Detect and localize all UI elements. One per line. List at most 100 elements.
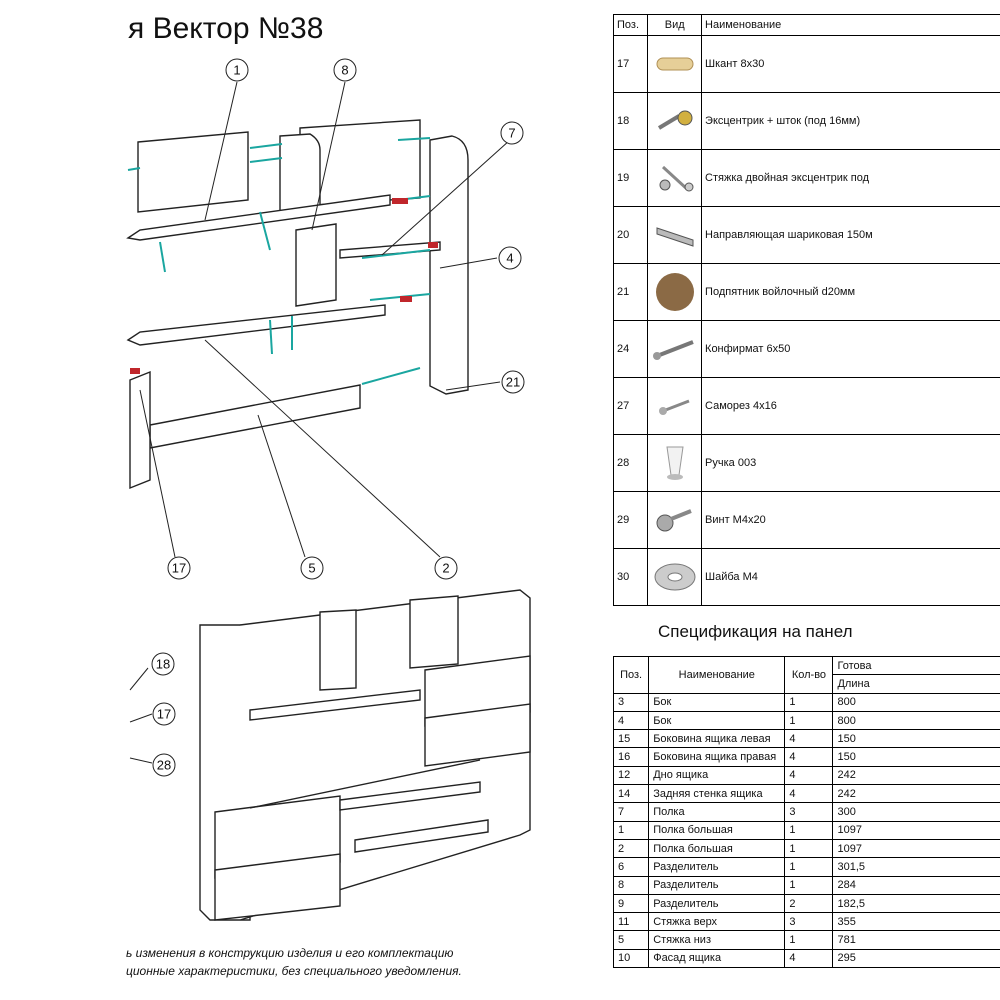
row-name: Стяжка верх [648,912,786,932]
header-name: Наименование [648,656,786,694]
row-name: Саморез 4х16 [701,377,1000,435]
row-qty: 4 [784,948,834,969]
row-pos: 21 [612,263,649,321]
header-qty: Кол-во [784,656,834,694]
row-qty: 4 [784,784,834,804]
callout-label: 17 [172,561,186,576]
row-pos: 8 [612,875,650,895]
row-name: Винт М4х20 [701,491,1000,549]
header-pos: Поз. [612,14,649,36]
table-header-row: Поз. Вид Наименование [612,14,1000,36]
callout-label: 5 [308,561,315,576]
row-name: Фасад ящика [648,948,786,969]
row-pos: 6 [612,857,650,877]
header-length: Длина [832,674,1000,694]
washer-icon [647,548,703,606]
hardware-table: Поз. Вид Наименование 17 Шкант 8х30 18 Э… [612,14,1000,606]
row-pos: 2 [612,838,650,859]
row-pos: 4 [612,710,650,731]
row-pos: 30 [612,548,649,606]
row-length: 150 [832,747,1000,767]
page-title: я Вектор №38 [128,12,324,45]
row-pos: 19 [612,149,649,207]
row-qty: 4 [784,765,834,786]
callout-label: 2 [442,561,449,576]
header-view: Вид [647,14,703,36]
row-length: 242 [832,765,1000,786]
note-line: ционные характеристики, без специального… [126,964,462,978]
header-pos: Поз. [612,656,650,694]
row-length: 242 [832,784,1000,804]
row-name: Бок [648,692,786,712]
assembly-diagram: 1 8 7 4 21 2 5 17 18 17 28 [126,58,531,921]
row-length: 300 [832,802,1000,822]
header-name: Наименование [701,14,1000,36]
row-name: Полка большая [648,820,786,840]
row-pos: 14 [612,784,650,804]
row-pos: 27 [612,377,649,435]
callout-label: 17 [157,707,171,722]
row-length: 1097 [832,820,1000,840]
row-length: 182,5 [832,893,1000,914]
table-row: 19 Стяжка двойная эксцентрик под [612,149,1000,207]
row-name: Эксцентрик + шток (под 16мм) [701,92,1000,150]
double-tie-icon [647,149,703,207]
table-header-row: Поз. Наименование Кол-во Готова [612,655,1000,694]
callout-label: 7 [508,126,515,141]
row-length: 1097 [832,838,1000,859]
eccentric-fastener-icon [647,92,703,150]
row-qty: 1 [784,857,834,877]
row-name: Задняя стенка ящика [648,784,786,804]
table-row: 21 Подпятник войлочный d20мм [612,263,1000,321]
ball-slide-icon [647,206,703,264]
row-pos: 7 [612,802,650,822]
row-pos: 28 [612,434,649,492]
row-pos: 12 [612,765,650,786]
row-name: Дно ящика [648,765,786,786]
row-name: Боковина ящика левая [648,729,786,749]
row-pos: 18 [612,92,649,150]
row-pos: 24 [612,320,649,378]
row-length: 800 [832,692,1000,712]
header-ready: Готова [832,655,1000,676]
row-name: Ручка 003 [701,434,1000,492]
row-name: Стяжка двойная эксцентрик под [701,149,1000,207]
row-qty: 1 [784,710,834,731]
row-pos: 5 [612,930,650,950]
disclaimer-note: ь изменения в конструкцию изделия и его … [126,944,462,980]
row-length: 301,5 [832,857,1000,877]
row-name: Конфирмат 6х50 [701,320,1000,378]
callout-label: 18 [156,657,170,672]
row-name: Полка большая [648,838,786,859]
confirmat-screw-icon [647,320,703,378]
row-pos: 3 [612,692,650,712]
wooden-dowel-icon [647,35,703,93]
row-name: Бок [648,710,786,731]
self-tapping-screw-icon [647,377,703,435]
row-pos: 20 [612,206,649,264]
bolt-icon [647,491,703,549]
row-length: 150 [832,729,1000,749]
row-name: Разделитель [648,857,786,877]
row-pos: 1 [612,820,650,840]
callout-label: 28 [157,758,171,773]
row-qty: 1 [784,930,834,950]
row-qty: 3 [784,802,834,822]
row-name: Полка [648,802,786,822]
callout-label: 4 [506,251,513,266]
row-name: Направляющая шариковая 150м [701,206,1000,264]
callout-label: 1 [233,63,240,78]
